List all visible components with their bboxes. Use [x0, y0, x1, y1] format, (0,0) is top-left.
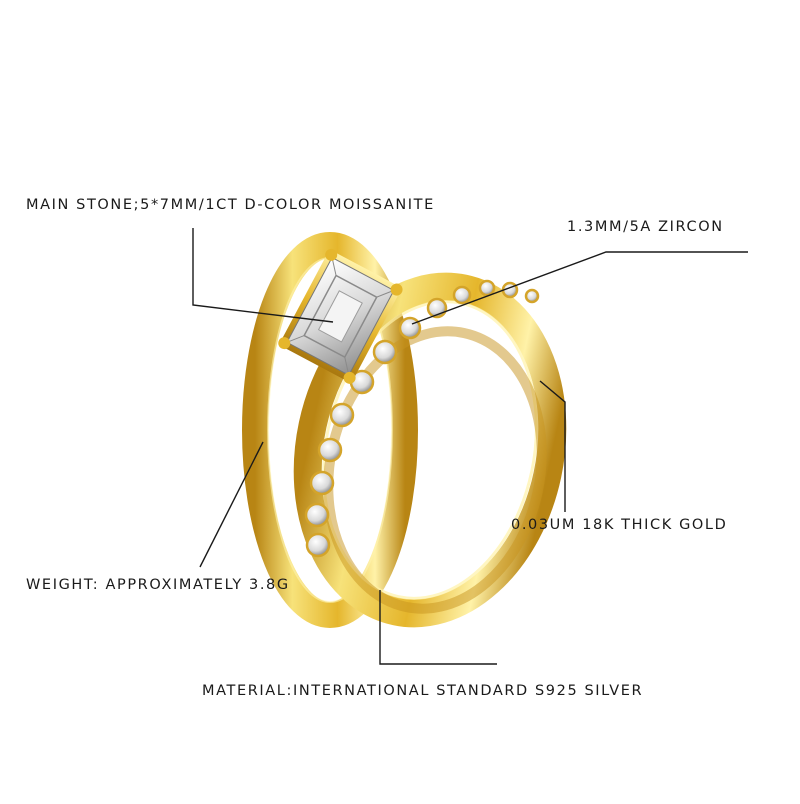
pave-stone	[398, 316, 422, 340]
weight-leader	[199, 441, 264, 568]
weight-label: WEIGHT: APPROXIMATELY 3.8G	[26, 577, 290, 593]
pave-stone	[372, 339, 398, 365]
zircon-leader	[411, 251, 748, 325]
material-leader	[379, 590, 497, 665]
main-stone	[278, 248, 403, 384]
zircon-label: 1.3MM/5A ZIRCON	[567, 219, 724, 235]
material-label: MATERIAL:INTERNATIONAL STANDARD S925 SIL…	[202, 683, 644, 699]
pave-stones	[304, 279, 540, 558]
gold-leader	[539, 380, 566, 512]
leader-lines	[192, 228, 748, 665]
main-stone-leader	[192, 228, 334, 323]
pave-stone	[309, 470, 335, 496]
pave-stone	[478, 279, 496, 297]
gold-plating-label: 0.03UM 18K THICK GOLD	[511, 517, 728, 533]
pave-stone	[524, 288, 540, 304]
pave-stone	[452, 285, 472, 305]
pave-stone	[304, 502, 330, 528]
pave-stone	[317, 437, 343, 463]
pave-stone	[305, 532, 331, 558]
main-stone-label: MAIN STONE;5*7MM/1CT D-COLOR MOISSANITE	[26, 197, 435, 213]
pave-stone	[329, 402, 355, 428]
